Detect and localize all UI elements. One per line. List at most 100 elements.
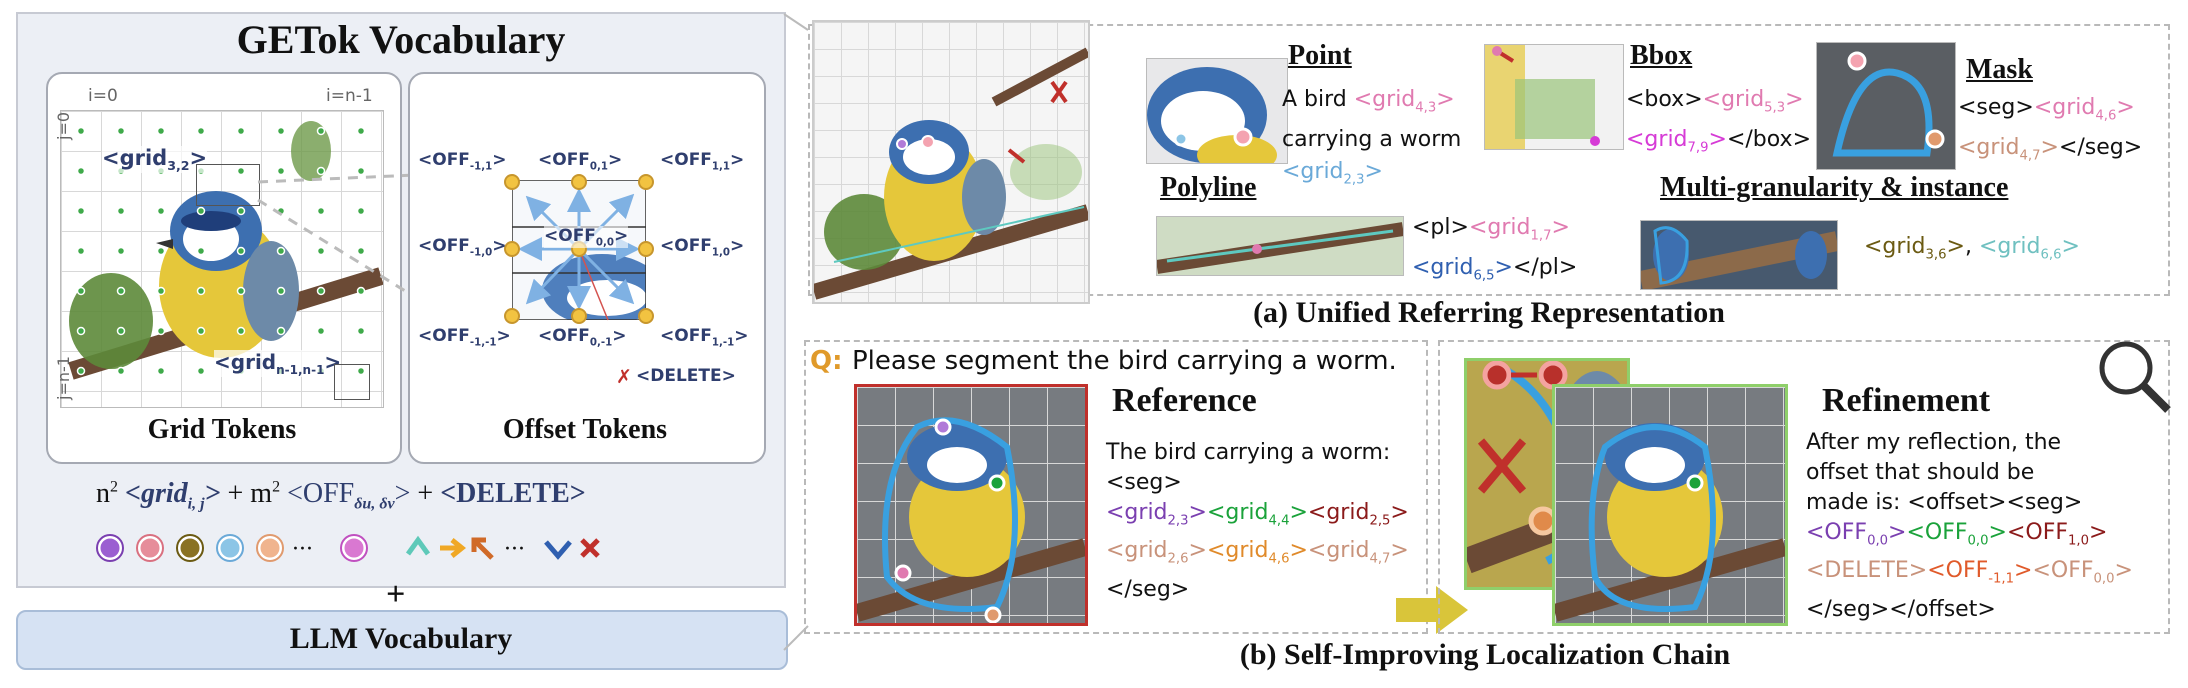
grid-point: [236, 126, 246, 136]
plus-sign: +: [386, 576, 406, 613]
unified-main-image: [812, 20, 1090, 304]
polyline-image: [1156, 216, 1404, 276]
refinement-image: [1552, 384, 1788, 626]
grid-point: [196, 246, 206, 256]
refinement-text: After my reflection, the offset that sho…: [1806, 430, 2133, 622]
j0-label: j=0: [54, 111, 73, 140]
question-text: Please segment the bird carrying a worm.: [852, 346, 1397, 376]
polyline-title: Polyline: [1160, 172, 1257, 203]
grid-point: [276, 326, 286, 336]
grid-point: [116, 286, 126, 296]
chain-arrow-icon: [1396, 586, 1468, 634]
refinement-title: Refinement: [1822, 382, 1991, 419]
multi-granularity-text: <grid3,6>, <grid6,6>: [1864, 234, 2080, 263]
grid-point: [116, 246, 126, 256]
grid-point: [76, 206, 86, 216]
grid-point: [156, 246, 166, 256]
grid-point: [196, 206, 206, 216]
grid-token-label-top: <grid3,2>: [102, 146, 208, 174]
point-text: A bird <grid4,3> carrying a worm <grid2,…: [1282, 87, 1462, 188]
grid-point: [356, 166, 366, 176]
i0-label: i=0: [88, 86, 118, 106]
svg-text:···: ···: [292, 537, 313, 562]
grid-point: [116, 326, 126, 336]
grid-point: [276, 286, 286, 296]
off-label-br: <OFF1,-1>: [660, 326, 749, 349]
unified-main-drawing: [814, 47, 1088, 300]
vocab-formula: n2 <gridi, j> + m2 <OFFδu, δv> + <DELETE…: [96, 478, 586, 513]
grid-point: [316, 166, 326, 176]
off-label-tl: <OFF-1,1>: [418, 150, 507, 173]
grid-point: [276, 246, 286, 256]
unified-referring-panel: [808, 24, 2170, 296]
reference-text: The bird carrying a worm: <seg> <grid2,3…: [1106, 440, 1409, 602]
grid-point: [316, 326, 326, 336]
grid-cell-highlight-bottom: [334, 364, 370, 400]
off-label-delete: <DELETE>: [636, 366, 736, 386]
point-title: Point: [1288, 40, 1352, 71]
grid-point: [316, 246, 326, 256]
grid-point: [156, 126, 166, 136]
grid-point: [196, 366, 206, 376]
mask-image: [1816, 42, 1956, 170]
magnifier-icon: [2099, 341, 2171, 413]
point-image: [1146, 58, 1288, 164]
unified-caption: (a) Unified Referring Representation: [1253, 296, 1725, 329]
off-label-bl: <OFF-1,-1>: [418, 326, 511, 349]
off-label-tm: <OFF0,1>: [538, 150, 623, 173]
grid-point: [196, 286, 206, 296]
grid-point: [356, 326, 366, 336]
grid-point: [156, 326, 166, 336]
grid-point: [116, 126, 126, 136]
grid-point: [276, 126, 286, 136]
svg-text:···: ···: [504, 537, 525, 562]
off-label-ml: <OFF-1,0>: [418, 236, 507, 259]
token-symbols-row: ··· ···: [96, 534, 600, 562]
grid-point: [236, 286, 246, 296]
grid-token-label-bottom: <gridn-1,n-1>: [214, 350, 342, 377]
bbox-image: [1484, 44, 1624, 150]
grid-point: [236, 246, 246, 256]
grid-point: [76, 166, 86, 176]
grid-point: [76, 326, 86, 336]
multi-granularity-image: [1640, 220, 1838, 290]
question-label: Q:: [810, 346, 843, 376]
grid-point: [156, 286, 166, 296]
multi-granularity-title: Multi-granularity & instance: [1660, 172, 2009, 203]
grid-point: [316, 206, 326, 216]
off-label-mm: <OFF0,0>: [544, 226, 629, 249]
grid-point: [116, 206, 126, 216]
grid-point: [356, 286, 366, 296]
leaf-shape: [69, 273, 153, 369]
bbox-title: Bbox: [1630, 40, 1693, 71]
off-label-mr: <OFF1,0>: [660, 236, 745, 259]
offset-tokens-caption: Offset Tokens: [502, 414, 668, 445]
grid-point: [76, 126, 86, 136]
grid-point: [196, 126, 206, 136]
grid-point: [276, 166, 286, 176]
grid-point: [356, 126, 366, 136]
grid-point: [316, 286, 326, 296]
grid-tokens-caption: Grid Tokens: [147, 414, 297, 445]
llm-vocabulary-box: [16, 610, 788, 670]
mask-title: Mask: [1966, 54, 2033, 85]
in1-label: i=n-1: [326, 86, 373, 106]
grid-point: [156, 366, 166, 376]
grid-point: [116, 366, 126, 376]
jn1-label: j=n-1: [54, 356, 73, 400]
polyline-text: <pl><grid1,7> <grid6,5></pl>: [1412, 215, 1578, 284]
grid-point: [356, 366, 366, 376]
grid-point: [76, 366, 86, 376]
chain-caption: (b) Self-Improving Localization Chain: [1239, 638, 1731, 671]
grid-point: [316, 126, 326, 136]
grid-dots-layer: [76, 126, 366, 376]
grid-point: [76, 246, 86, 256]
grid-point: [236, 206, 246, 216]
grid-point: [196, 326, 206, 336]
grid-point: [356, 206, 366, 216]
off-label-bm: <OFF0,-1>: [538, 326, 627, 349]
reference-panel: [804, 340, 1428, 634]
reference-title: Reference: [1112, 382, 1257, 419]
grid-point: [236, 166, 246, 176]
offset-arrows: [504, 174, 654, 324]
